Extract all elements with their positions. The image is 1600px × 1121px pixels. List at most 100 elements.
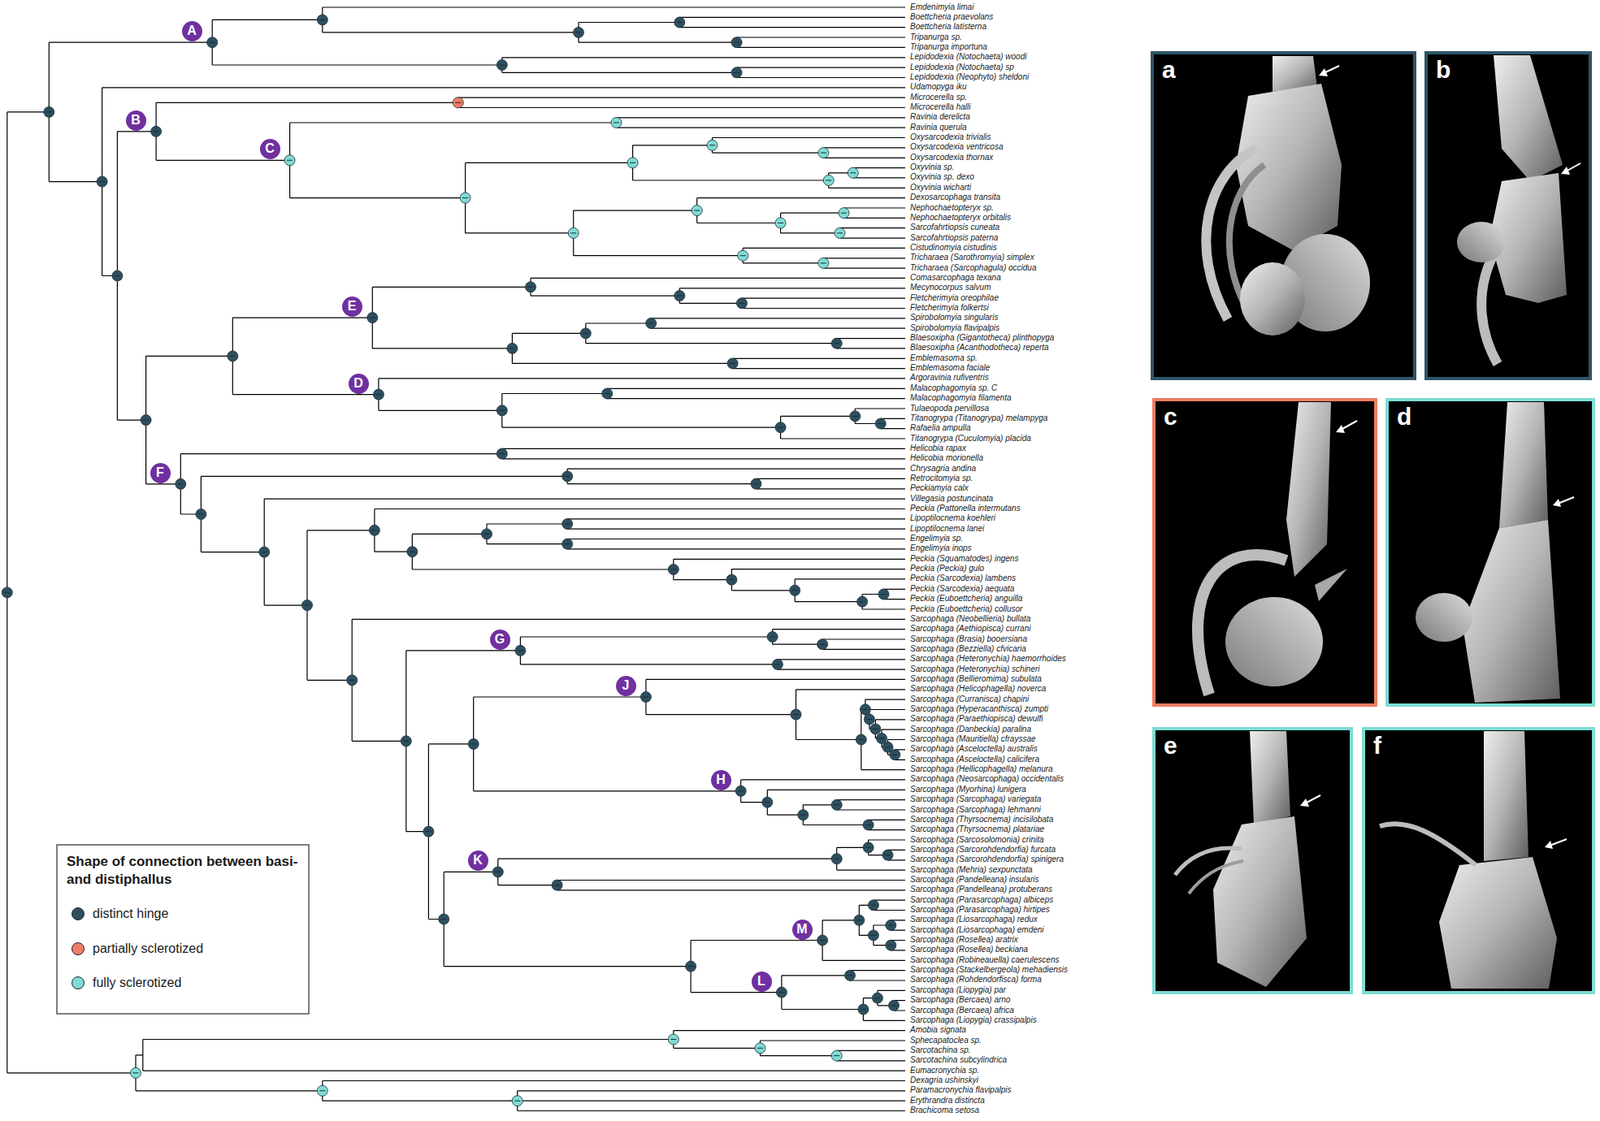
taxon-name: Sarcophaga (Rosellea) beckiana — [910, 945, 1028, 955]
node-state-circle — [562, 471, 573, 482]
node-state-tick — [494, 871, 501, 873]
taxon-name: Helicobia rapax — [910, 443, 967, 454]
taxon-name: Peckia (Euboettcheria) collusor — [910, 604, 1023, 615]
legend-text: distinct hinge — [92, 906, 169, 923]
node-state-circle — [611, 117, 622, 129]
node-state-tick — [693, 210, 700, 212]
tree-branches — [7, 7, 906, 1112]
node-state-circle — [568, 227, 579, 239]
node-state-circle — [130, 1067, 142, 1079]
phallus-body — [1225, 597, 1323, 687]
taxon-name: Sarcophaga (Robineauella) caerulescens — [910, 955, 1059, 966]
taxon-name: Sarcofahrtiopsis cuneata — [910, 222, 1000, 233]
taxon-name: Microcerella halli — [910, 102, 971, 113]
node-state-circle — [726, 574, 738, 586]
node-state-circle — [885, 940, 897, 951]
node-state-tick — [409, 551, 416, 553]
node-state-circle — [346, 675, 358, 686]
node-state-tick — [582, 333, 589, 334]
node-state-circle — [885, 920, 897, 932]
panel-ground — [1152, 398, 1378, 707]
node-state-tick — [859, 601, 866, 603]
taxon-name: Sarcophaga (Liosarcophaga) redux — [910, 914, 1038, 925]
node-state-tick — [892, 754, 898, 756]
taxon-name: Sarcophaga (Sarcorohdendorfia) furcata — [910, 845, 1056, 855]
taxon-name: Sarcophaga (Bezziella) cfvicaria — [910, 644, 1027, 655]
node-state-tick — [819, 644, 826, 646]
node-state-tick — [133, 1072, 139, 1074]
taxon-name: Peckia (Squamatodes) ingens — [910, 554, 1019, 564]
taxon-name: Sarcophaga (Pandelleana) insularis — [910, 875, 1039, 885]
clade-letter: C — [264, 141, 275, 157]
taxon-name: Tripanurga sp. — [910, 32, 963, 43]
node-state-circle — [817, 639, 829, 651]
node-state-circle — [862, 842, 874, 854]
node-state-tick — [820, 152, 827, 154]
node-state-circle — [372, 389, 384, 400]
node-state-tick — [425, 831, 432, 833]
node-state-circle — [737, 250, 749, 261]
node-state-circle — [875, 418, 886, 430]
image-panel: f — [1361, 727, 1596, 995]
juxta — [1456, 221, 1506, 263]
clade-label: D — [348, 373, 369, 395]
node-state-tick — [833, 1055, 840, 1057]
taxon-name: Ravinia querula — [910, 122, 967, 133]
taxon-name: Amobia signata — [910, 1025, 967, 1036]
taxon-name: Spirobolomyia singularis — [910, 312, 998, 323]
node-state-circle — [882, 849, 894, 861]
node-state-tick — [46, 111, 53, 113]
node-state-tick — [733, 72, 740, 74]
image-panel: e — [1152, 727, 1353, 995]
phylogeny — [1, 7, 906, 1112]
node-state-tick — [4, 592, 10, 594]
node-state-circle — [762, 797, 773, 808]
clade-label: L — [751, 971, 772, 993]
node-state-circle — [855, 734, 867, 746]
node-state-tick — [833, 858, 840, 860]
node-state-tick — [99, 181, 105, 183]
node-state-circle — [727, 358, 738, 369]
hinge-arrow-head — [1560, 166, 1570, 175]
clade-label: K — [468, 850, 489, 872]
node-state-circle — [1, 587, 13, 599]
phallus-body — [1235, 83, 1342, 251]
taxon-name: Blaesoxipha (Acanthodotheca) reperta — [910, 342, 1050, 353]
taxon-name: Peckia (Pattonella intermutans — [910, 503, 1021, 514]
node-state-tick — [820, 262, 827, 264]
phallus-body — [1213, 816, 1307, 988]
taxon-name: Peckiamyia calx — [910, 483, 969, 494]
node-state-circle — [140, 415, 152, 426]
node-state-tick — [884, 854, 891, 856]
taxon-name: Sarcophaga (Heteronychia) schineri — [910, 664, 1041, 675]
node-state-tick — [866, 719, 872, 720]
taxon-name: Sarcophaga (Liopygia) par — [910, 985, 1006, 996]
taxon-name: Sarcophaga (Hyperacanthisca) zumpti — [910, 704, 1049, 715]
taxon-name: Sarcofahrtiopsis paterna — [910, 233, 998, 243]
node-state-tick — [819, 940, 826, 941]
basiphallus-stem — [1483, 731, 1529, 862]
panel-letter: f — [1373, 732, 1382, 760]
taxon-name: Lepidodexia (Neophyto) sheldoni — [910, 72, 1029, 83]
clade-label: H — [711, 770, 732, 791]
node-state-tick — [498, 410, 505, 412]
node-state-tick — [177, 483, 184, 485]
node-state-tick — [841, 212, 847, 214]
node-state-tick — [852, 416, 859, 417]
vesica-hook — [1379, 823, 1476, 866]
node-state-circle — [646, 318, 657, 330]
node-state-circle — [750, 478, 762, 490]
taxon-name: Sarcophaga (Parasarcophaga) albiceps — [910, 895, 1054, 906]
node-state-circle — [775, 217, 786, 229]
node-state-tick — [670, 1039, 677, 1041]
node-state-tick — [528, 286, 534, 288]
node-state-circle — [818, 147, 829, 159]
taxon-name: Sarcophaga (Thyrsocnema) incisilobata — [910, 815, 1054, 825]
node-state-circle — [867, 900, 879, 911]
node-state-circle — [368, 524, 380, 536]
node-state-circle — [515, 645, 526, 656]
node-state-tick — [676, 295, 683, 297]
clade-label: B — [125, 110, 147, 131]
node-state-tick — [153, 130, 160, 132]
